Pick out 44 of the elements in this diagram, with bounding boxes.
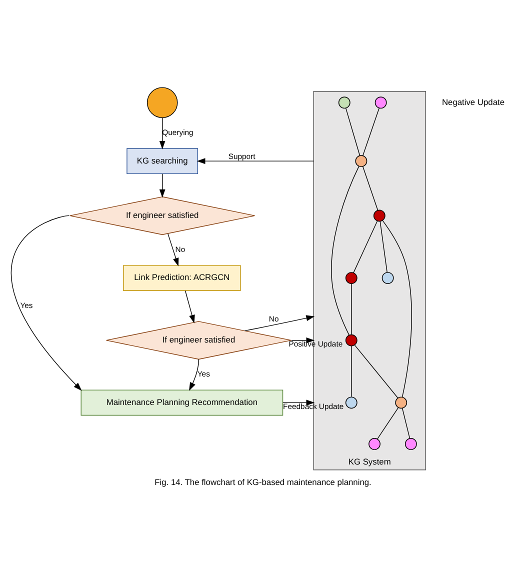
connector (331, 166, 360, 336)
connector (354, 344, 398, 398)
arrow (189, 358, 200, 390)
node-box: KG searching (126, 148, 198, 174)
node-diamond: If engineer satisfied (70, 196, 256, 234)
edge-label: Support (228, 151, 256, 160)
connector (377, 406, 399, 439)
node-circle (345, 396, 358, 408)
connector (351, 282, 352, 334)
arrow (159, 116, 166, 149)
edge-label: No (268, 314, 279, 324)
node-circle (374, 96, 387, 108)
edge-label: No (175, 244, 186, 254)
node-circle (404, 438, 417, 450)
arrow (244, 314, 315, 331)
node-circle (345, 334, 358, 346)
connector (345, 107, 360, 156)
connector (351, 345, 352, 397)
edge-label: Yes (20, 300, 33, 310)
node-circle (373, 209, 386, 222)
label: Negative Update (442, 96, 505, 106)
node-circle (395, 396, 408, 408)
node-circle (338, 96, 350, 108)
node-box: Maintenance Planning Recommendation (80, 389, 284, 416)
arrow (196, 158, 314, 164)
edge-label: Querying (162, 128, 194, 137)
arrow (11, 214, 82, 390)
connector (353, 220, 378, 273)
node-box: Link Prediction: ACRGCN (123, 264, 241, 290)
arrow (184, 290, 195, 323)
node-circle (355, 154, 368, 167)
node-circle (345, 272, 358, 284)
caption: Fig. 14. The flowchart of KG-based maintenance planning. (154, 476, 372, 487)
connector (382, 220, 412, 397)
arrow (168, 232, 179, 266)
connector (362, 107, 380, 156)
edge-label: Yes (197, 369, 210, 378)
connector (380, 220, 388, 272)
node-person (146, 86, 178, 118)
node-circle (368, 438, 380, 450)
connector (402, 407, 410, 438)
node-circle (382, 272, 394, 284)
connector (362, 166, 378, 210)
arrow (159, 173, 166, 198)
